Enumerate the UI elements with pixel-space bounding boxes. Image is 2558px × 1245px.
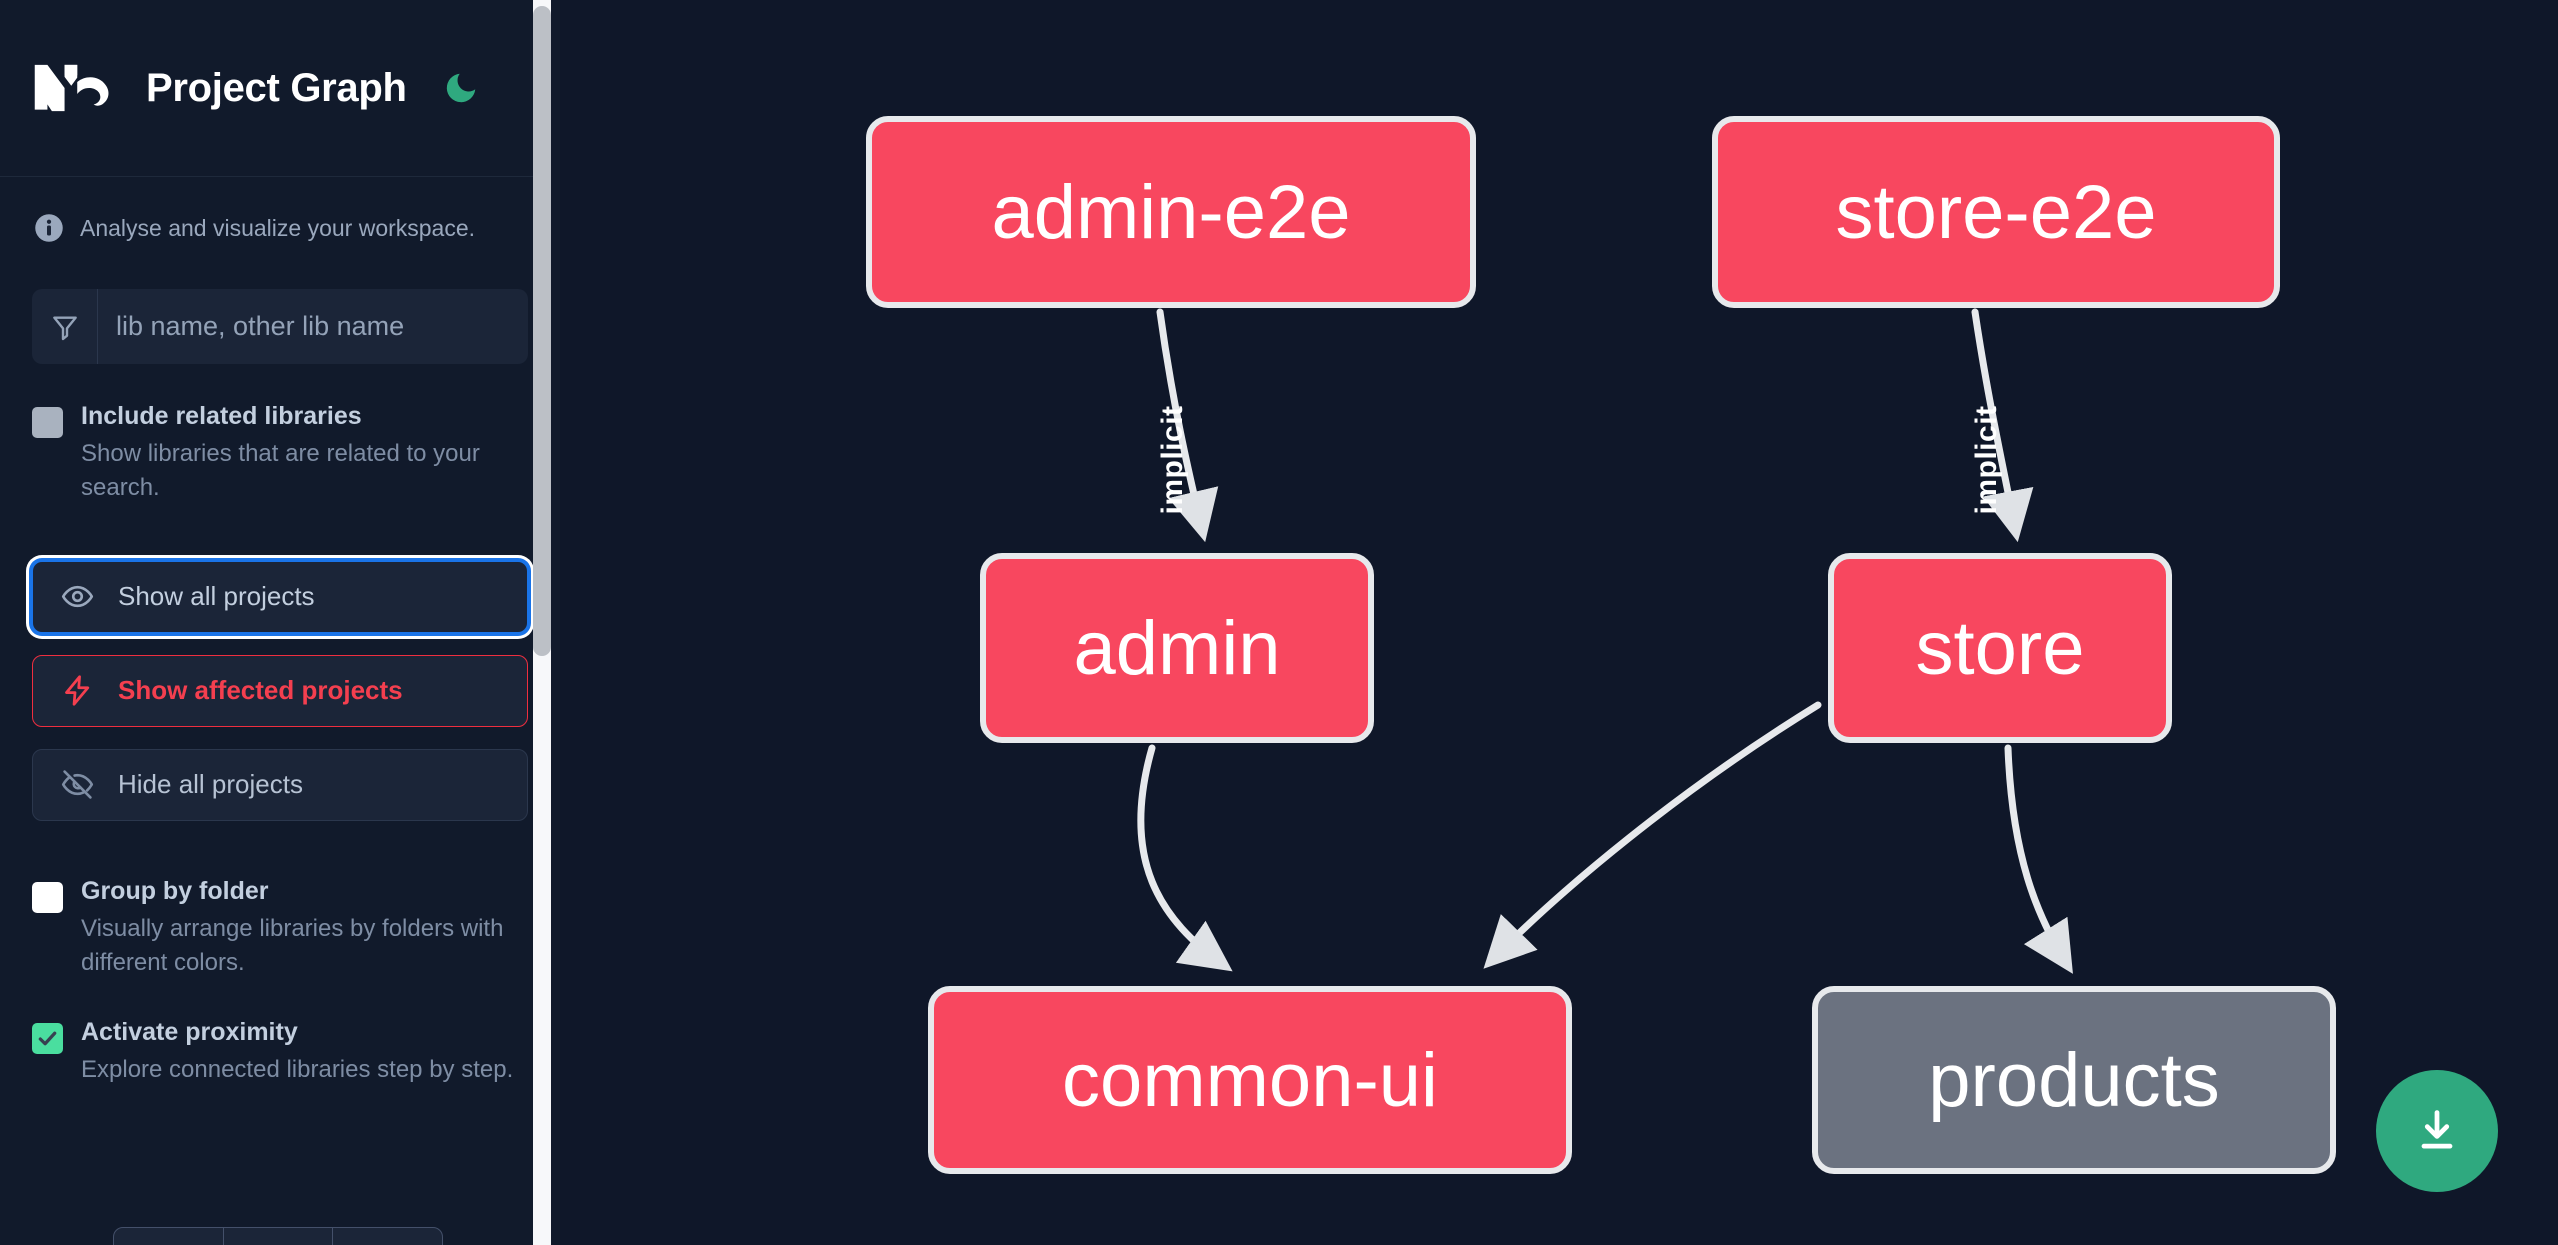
eye-slash-icon (61, 770, 94, 800)
moon-icon (446, 73, 475, 103)
info-text: Analyse and visualize your workspace. (80, 214, 476, 241)
eye-icon (61, 586, 94, 608)
graph-node-admin-e2e[interactable]: admin-e2e (866, 116, 1476, 308)
graph-node-label: store-e2e (1835, 169, 2157, 255)
option-label[interactable]: Include related libraries (81, 402, 362, 430)
edge-store-products (2004, 744, 2073, 974)
segmented-control[interactable] (113, 1227, 443, 1245)
graph-canvas[interactable]: implicit implicit admin-e2e store-e2e ad… (560, 0, 2558, 1245)
page-title: Project Graph (146, 65, 407, 110)
show-all-projects-button[interactable]: Show all projects (32, 560, 528, 633)
nx-logo (34, 64, 109, 112)
download-icon (2421, 1110, 2453, 1149)
option-activate-proximity[interactable]: Activate proximity Explore connected lib… (0, 1018, 560, 1087)
search-field[interactable] (32, 289, 528, 364)
edge-label-implicit-store: implicit (1970, 405, 2003, 514)
graph-node-common-ui[interactable]: common-ui (928, 986, 1572, 1174)
graph-node-store-e2e[interactable]: store-e2e (1712, 116, 2280, 308)
option-body: Activate proximity Explore connected lib… (81, 1018, 513, 1087)
filter-funnel-icon (52, 315, 77, 340)
graph-node-label: admin (1073, 605, 1281, 691)
graph-node-store[interactable]: store (1828, 553, 2172, 743)
graph-node-products[interactable]: products (1812, 986, 2336, 1174)
graph-node-label: store (1915, 605, 2085, 691)
show-affected-projects-button[interactable]: Show affected projects (32, 654, 528, 727)
option-body: Include related libraries Show libraries… (81, 402, 521, 505)
info-circle-icon (35, 214, 63, 242)
option-group-by-folder[interactable]: Group by folder Visually arrange librari… (0, 877, 560, 980)
option-label[interactable]: Activate proximity (81, 1017, 298, 1046)
show-all-projects-label: Show all projects (118, 581, 315, 612)
option-body: Group by folder Visually arrange librari… (81, 877, 521, 980)
edge-store-e2e-store (1971, 308, 2034, 543)
edge-store-common-ui (1483, 701, 1822, 969)
checkbox-activate-proximity[interactable] (32, 1022, 63, 1054)
graph-edges: implicit implicit (1137, 308, 2073, 974)
hide-all-projects-label: Hide all projects (118, 769, 303, 800)
sidebar: Project Graph Analyse and visualize your… (0, 0, 560, 1245)
lightning-bolt-icon (65, 675, 90, 707)
option-description: Explore connected libraries step by step… (81, 1055, 514, 1083)
option-include-related-libraries[interactable]: Include related libraries Show libraries… (0, 402, 560, 505)
segmented-option-2[interactable] (224, 1228, 334, 1245)
option-label[interactable]: Group by folder (81, 876, 269, 905)
theme-toggle-button[interactable] (439, 66, 483, 110)
graph-node-label: admin-e2e (991, 169, 1351, 255)
show-affected-projects-label: Show affected projects (118, 675, 403, 706)
sidebar-edge (551, 0, 560, 1245)
option-description: Visually arrange libraries by folders wi… (81, 914, 504, 976)
graph-node-label: products (1928, 1037, 2220, 1123)
edge-admin-common-ui (1137, 744, 1233, 972)
option-description: Show libraries that are related to your … (81, 439, 480, 501)
hide-all-projects-button[interactable]: Hide all projects (32, 748, 528, 821)
check-icon (38, 1031, 57, 1046)
action-buttons: Show all projects Show affected projects… (32, 560, 528, 821)
search-input[interactable] (98, 289, 528, 364)
sidebar-scrollbar-thumb[interactable] (533, 6, 551, 656)
edge-label-implicit-admin: implicit (1156, 405, 1189, 514)
sidebar-header: Project Graph (0, 0, 560, 177)
segmented-option-1[interactable] (114, 1228, 224, 1245)
checkbox-group-by-folder[interactable] (32, 881, 63, 913)
download-graph-button[interactable] (2376, 1070, 2498, 1192)
edge-admin-e2e-admin (1156, 308, 1219, 543)
segmented-option-3[interactable] (333, 1228, 442, 1245)
info-row: Analyse and visualize your workspace. (0, 177, 560, 243)
graph-node-admin[interactable]: admin (980, 553, 1374, 743)
graph-node-label: common-ui (1062, 1037, 1438, 1123)
checkbox-include-related-libraries[interactable] (32, 407, 63, 438)
sidebar-scrollbar[interactable] (533, 0, 551, 1245)
filter-funnel-icon-box (32, 289, 98, 364)
